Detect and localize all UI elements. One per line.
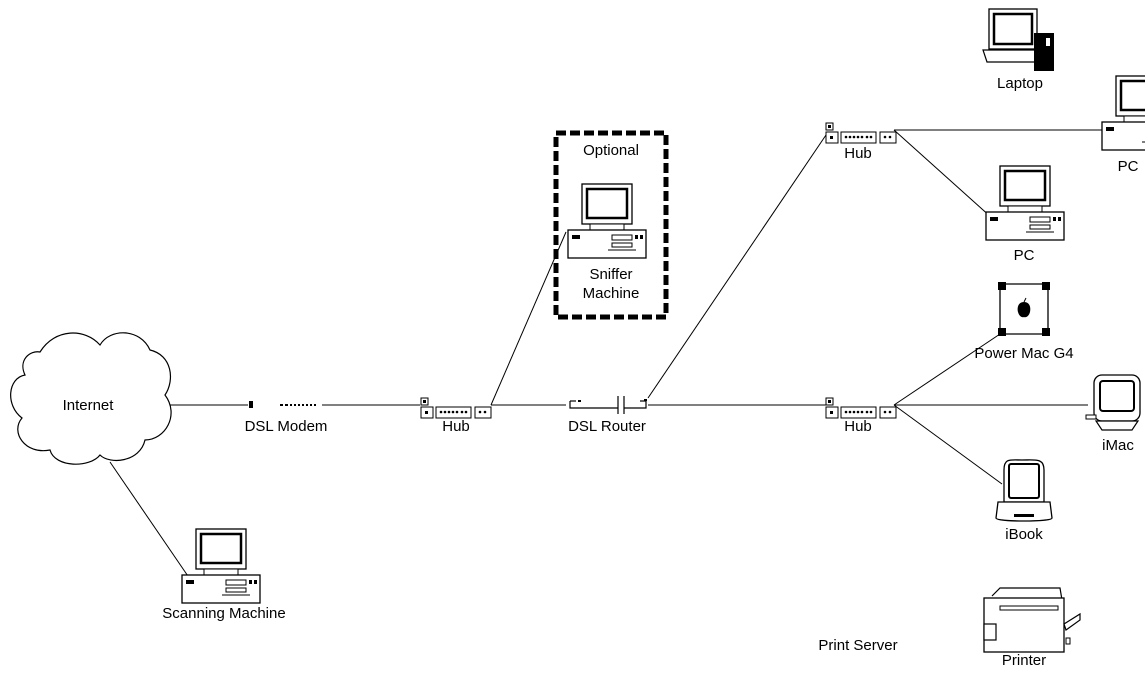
ibook-icon [995, 459, 1053, 522]
laptop-label: Laptop [997, 75, 1043, 92]
pc-top-right-label: PC [1117, 158, 1139, 175]
ibook-label: iBook [1005, 526, 1043, 543]
printer-label: Printer [1001, 652, 1047, 669]
link-internet-scanner [109, 461, 193, 583]
link-router-tophub [647, 134, 827, 399]
optional-label: Optional [583, 142, 639, 159]
connection-lines [109, 129, 1102, 583]
power-mac-icon [998, 282, 1050, 336]
printer-icon [983, 587, 1081, 653]
sniffer-label-line2: Machine [582, 285, 640, 302]
link-hub-sniffer [490, 231, 567, 406]
cloud-icon [10, 332, 172, 465]
scanning-machine-label: Scanning Machine [162, 605, 286, 622]
print-server-label: Print Server [818, 637, 898, 654]
hub-icon [420, 397, 492, 419]
desktop-pc-icon [566, 182, 648, 260]
hub-icon [825, 397, 897, 419]
sniffer-label-line1: Sniffer [589, 266, 633, 283]
laptop-icon [982, 8, 1054, 71]
hub-top-label: Hub [844, 145, 872, 162]
internet-label: Internet [62, 397, 114, 414]
imac-icon [1085, 374, 1141, 431]
link-lowerhub-powermac [893, 329, 1007, 406]
hub-icon [825, 122, 897, 144]
hub-main-label: Hub [442, 418, 470, 435]
power-mac-label: Power Mac G4 [974, 345, 1074, 362]
imac-label: iMac [1102, 437, 1134, 454]
modem-icon [249, 401, 316, 408]
dsl-router-label: DSL Router [568, 418, 646, 435]
dsl-modem-label: DSL Modem [244, 418, 328, 435]
desktop-pc-icon [1100, 74, 1145, 152]
link-lowerhub-ibook [893, 404, 1003, 485]
desktop-pc-icon [984, 164, 1066, 242]
optional-group-box [553, 130, 669, 320]
desktop-pc-icon [180, 527, 262, 605]
hub-lower-label: Hub [844, 418, 872, 435]
pc-middle-label: PC [1013, 247, 1035, 264]
router-icon [569, 396, 647, 414]
link-tophub-pc2 [893, 129, 993, 219]
